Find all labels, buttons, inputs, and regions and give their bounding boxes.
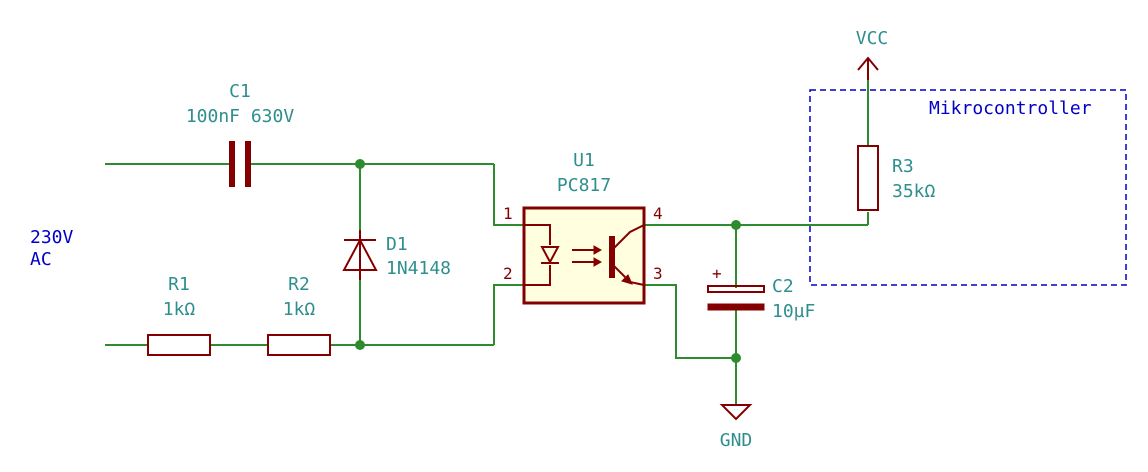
d1-triangle	[342, 237, 378, 271]
u1-pin-3: 3	[653, 264, 663, 283]
r1-body	[147, 334, 211, 356]
junction-dot	[731, 220, 741, 230]
r2-value: 1kΩ	[283, 299, 316, 320]
c1-value: 100nF 630V	[186, 106, 295, 127]
c2-polarity: +	[712, 264, 722, 283]
mcu-box-label: Mikrocontroller	[929, 98, 1092, 119]
c1-ref: C1	[229, 81, 251, 102]
junction-dot	[355, 340, 365, 350]
wire-pin3-to-gnd-node	[644, 284, 736, 359]
r2-body	[267, 334, 331, 356]
u1-emitter-arrow	[621, 274, 633, 285]
vcc-label: VCC	[856, 28, 889, 49]
junction-dot	[355, 159, 365, 169]
u1-collector	[611, 224, 645, 251]
c2-ref: C2	[772, 276, 794, 297]
input-label-line2: AC	[30, 249, 52, 270]
u1-ref: U1	[573, 150, 595, 171]
u1-pin-2: 2	[503, 264, 513, 283]
vcc-symbol[interactable]	[857, 56, 879, 80]
r2-ref: R2	[288, 274, 310, 295]
u1-value: PC817	[557, 175, 611, 196]
u1-light-arrow-head	[593, 257, 603, 267]
r1-ref: R1	[168, 274, 190, 295]
mcu-box	[809, 89, 1127, 286]
gnd-triangle	[719, 404, 753, 421]
u1-body	[522, 206, 646, 305]
capacitor-c1[interactable]	[218, 141, 262, 187]
u1-led-anode-wire	[524, 224, 551, 245]
u1-led-triangle	[540, 246, 560, 265]
r3-ref: R3	[892, 156, 914, 177]
u1-pin-1: 1	[503, 204, 513, 223]
gnd-label: GND	[720, 430, 753, 451]
c2-plate-negative	[707, 303, 765, 311]
gnd-symbol[interactable]	[719, 404, 753, 421]
diode-d1[interactable]	[342, 230, 378, 280]
r3-body	[857, 145, 879, 211]
r3-value: 35kΩ	[892, 181, 936, 202]
optocoupler-u1[interactable]	[522, 206, 646, 305]
input-label-line1: 230V	[30, 227, 74, 248]
d1-ref: D1	[386, 234, 408, 255]
resistor-r3[interactable]	[857, 145, 879, 211]
wire-node-to-pin1	[493, 164, 524, 226]
u1-light-arrow-head	[593, 245, 603, 255]
r1-value: 1kΩ	[163, 299, 196, 320]
resistor-r2[interactable]	[267, 334, 331, 356]
capacitor-c2[interactable]	[707, 285, 765, 311]
wire-node-to-pin2	[493, 284, 524, 345]
junctions	[355, 159, 741, 363]
c2-value: 10µF	[772, 301, 815, 322]
u1-led-cathode-wire	[524, 265, 551, 286]
resistor-r1[interactable]	[147, 334, 211, 356]
junction-dot	[731, 353, 741, 363]
wires	[105, 80, 869, 405]
vcc-arrow	[857, 56, 879, 71]
d1-value: 1N4148	[386, 258, 451, 279]
u1-pin-4: 4	[653, 204, 663, 223]
c2-plate-positive	[707, 285, 765, 293]
